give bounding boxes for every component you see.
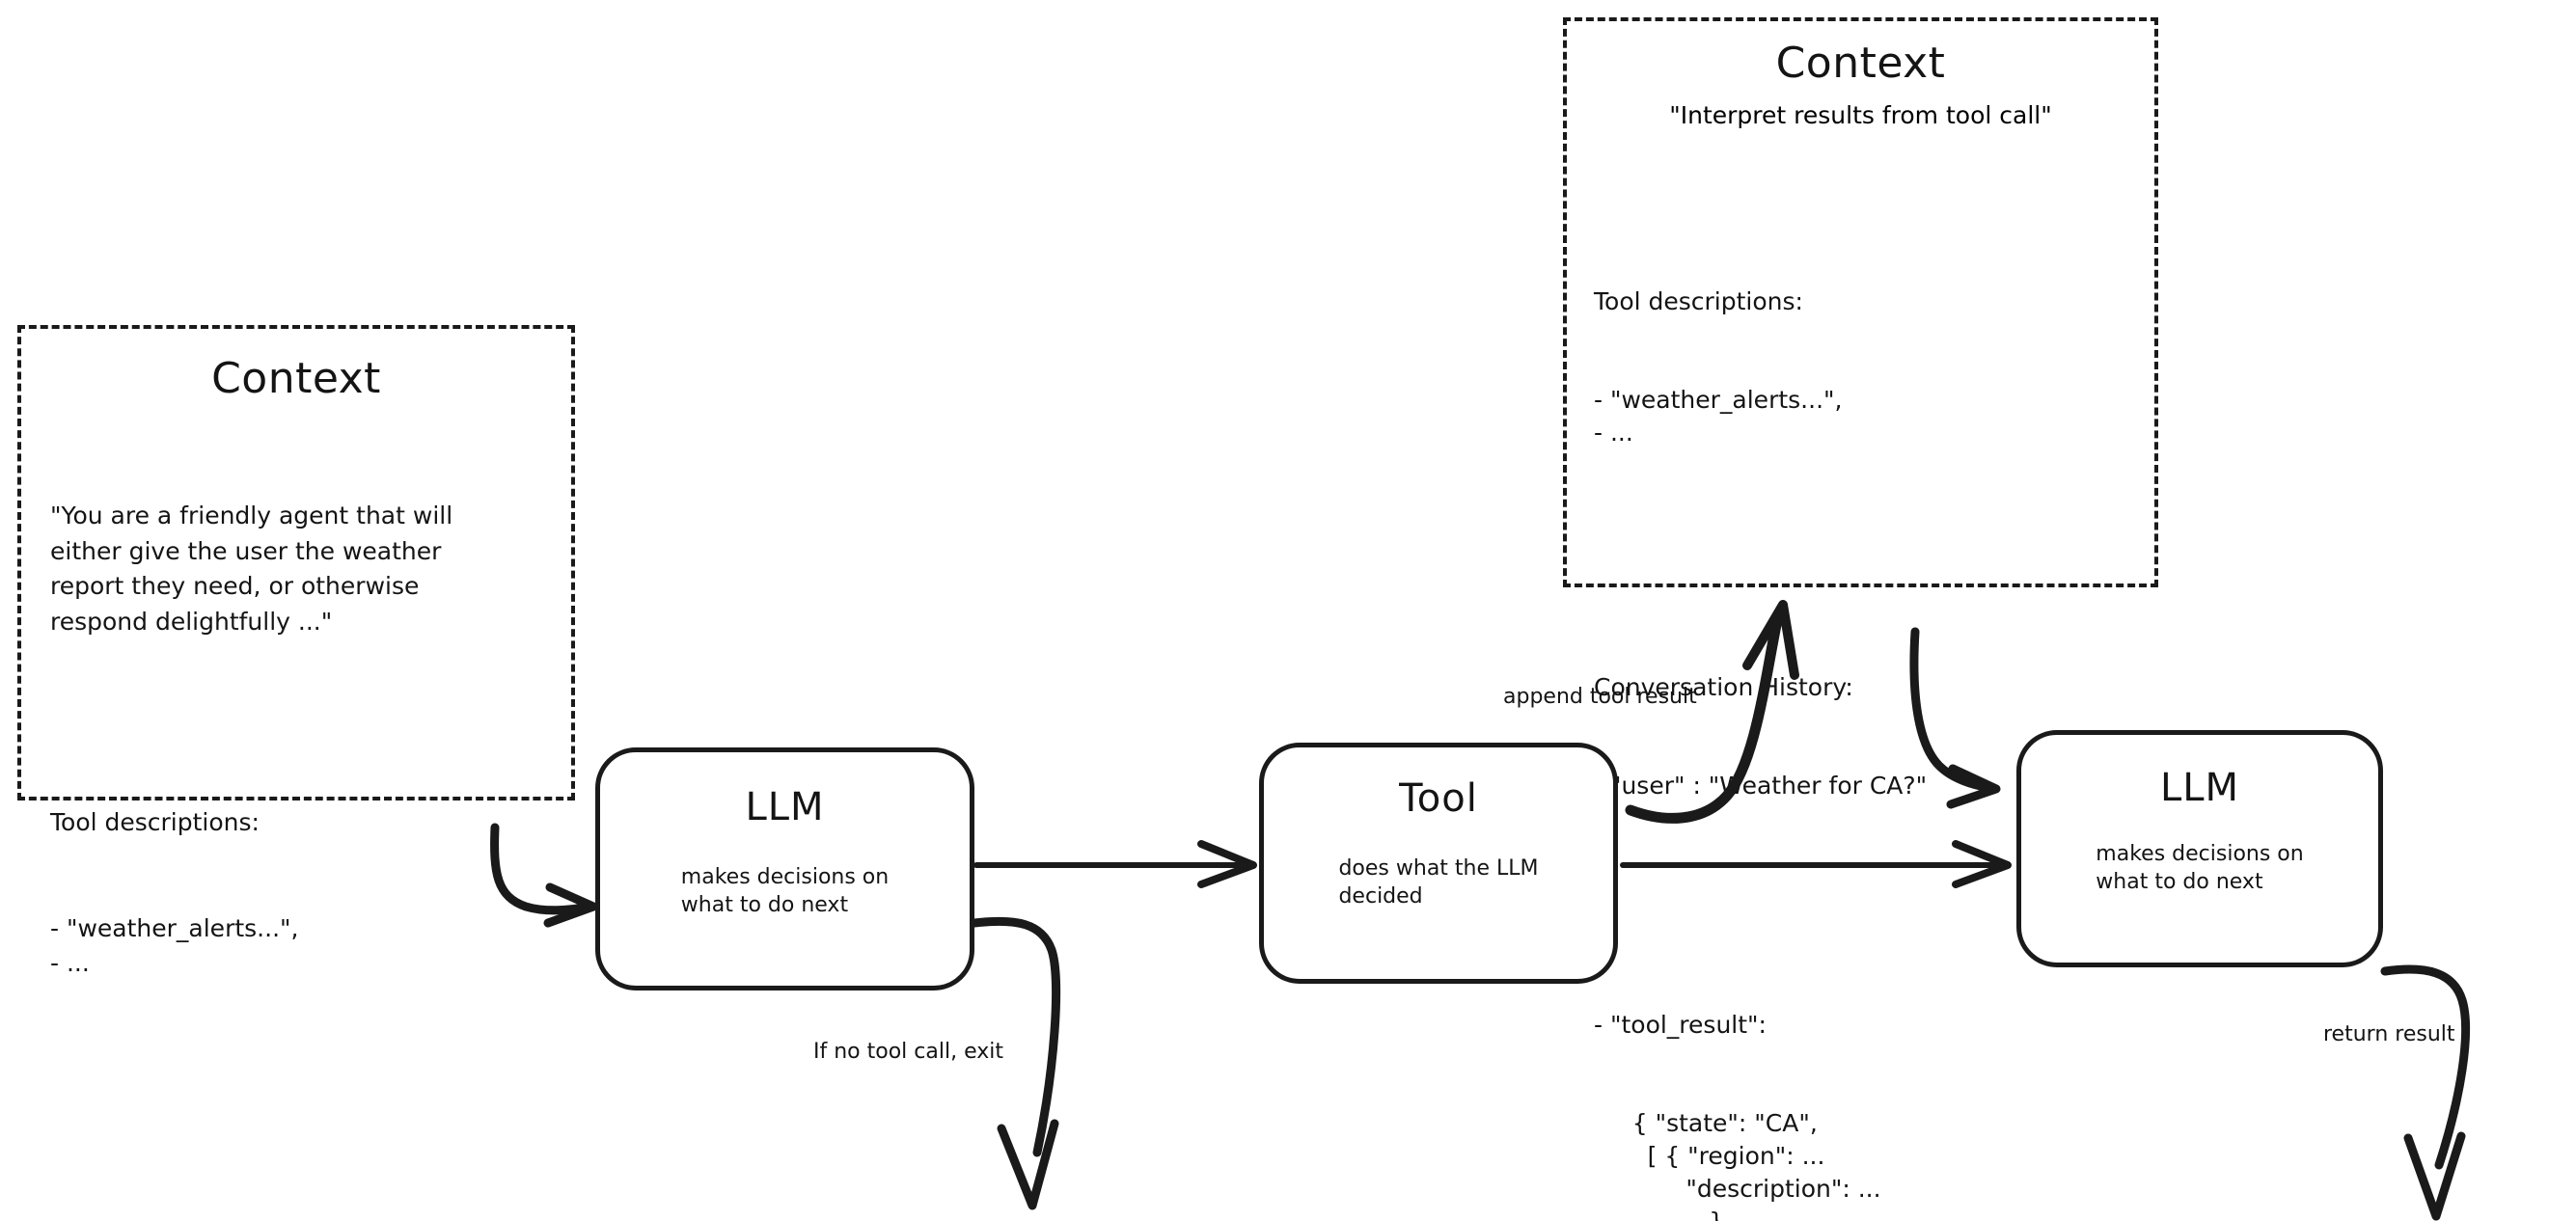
context-left-conversation-heading: Conversation History: (50, 1218, 542, 1221)
node-tool[interactable]: Tool does what the LLM decided (1259, 743, 1618, 984)
context-right-tool-result-label: - "tool_result": (1594, 1011, 1767, 1039)
context-left-title: Context (211, 354, 381, 403)
node-llm-second[interactable]: LLM makes decisions on what to do next (2016, 730, 2383, 967)
node-llm-second-title: LLM (2159, 766, 2240, 810)
context-left-system-prompt: "You are a friendly agent that will eith… (50, 502, 453, 636)
context-panel-right: Context "Interpret results from tool cal… (1563, 17, 2158, 1221)
edge-label-return-result: return result (2323, 1022, 2455, 1046)
edge-label-if-no-tool-call-exit: If no tool call, exit (813, 1040, 1003, 1064)
node-tool-subtitle: does what the LLM decided (1338, 856, 1539, 909)
context-left-tools-heading: Tool descriptions: (50, 808, 260, 836)
context-panel-left: Context "You are a friendly agent that w… (17, 325, 575, 1221)
node-llm-first[interactable]: LLM makes decisions on what to do next (595, 747, 974, 990)
arrow-return-result (2380, 964, 2471, 1221)
node-llm-first-title: LLM (745, 785, 825, 829)
context-right-tools-heading: Tool descriptions: (1594, 287, 1803, 315)
context-right-tool-result-body: { "state": "CA", [ { "region": ... "desc… (1631, 1109, 1881, 1221)
context-left-tools-items: - "weather_alerts...", - ... (50, 913, 299, 978)
context-right-title: Context (1775, 39, 1946, 88)
context-right-system-prompt: "Interpret results from tool call" (1669, 101, 2052, 129)
node-tool-title: Tool (1399, 776, 1478, 821)
arrow-llm-to-tool (973, 840, 1257, 888)
node-llm-first-subtitle: makes decisions on what to do next (680, 865, 890, 917)
edge-label-append-tool-result: append tool result (1503, 685, 1697, 709)
context-right-tools-items: - "weather_alerts...", - ... (1594, 386, 1843, 447)
node-llm-second-subtitle: makes decisions on what to do next (2096, 842, 2304, 894)
